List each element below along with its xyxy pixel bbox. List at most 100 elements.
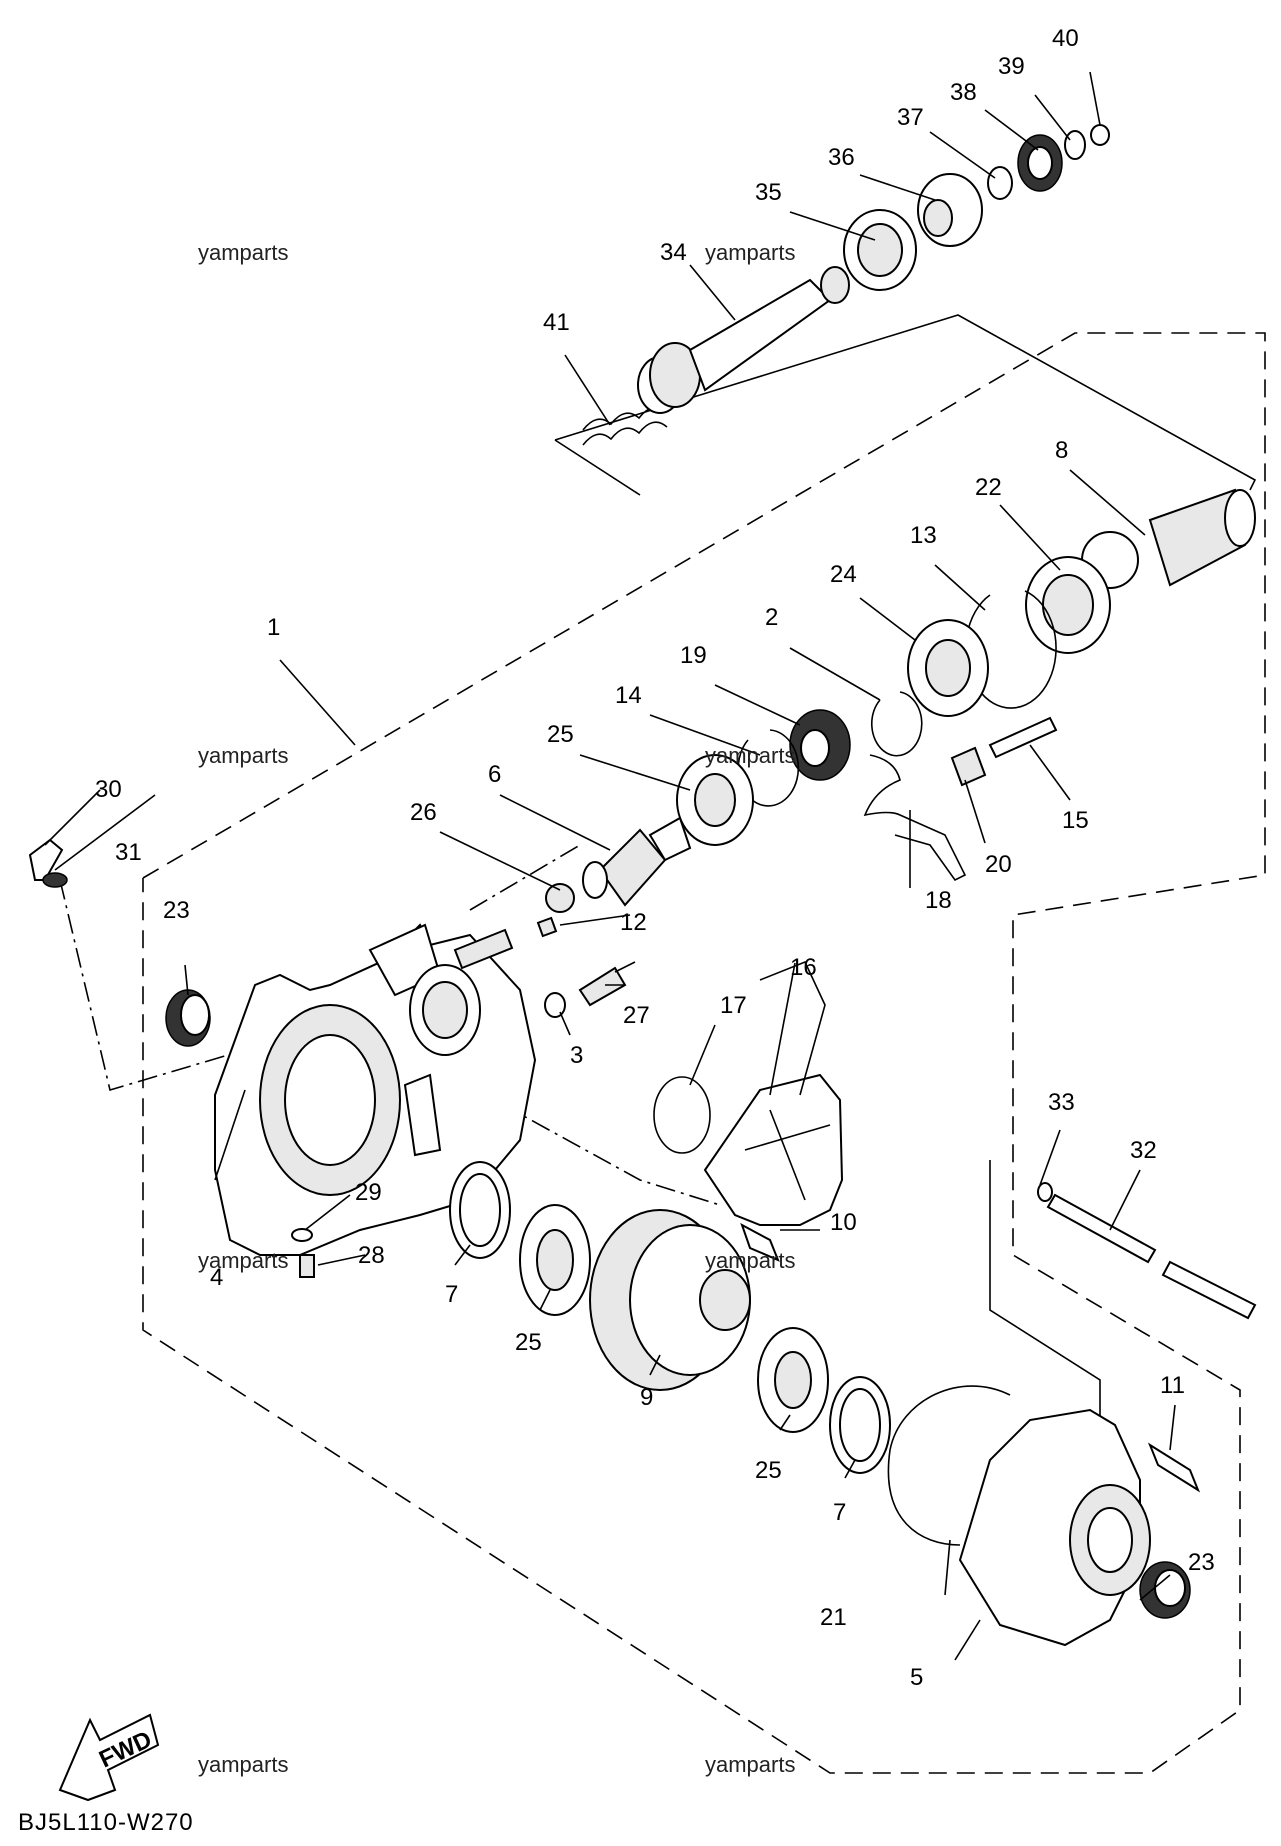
callout-24: 24 bbox=[830, 561, 857, 588]
callout-23-left: 23 bbox=[163, 897, 190, 924]
callout-17: 17 bbox=[720, 992, 747, 1019]
bearing-25-left bbox=[519, 1204, 591, 1316]
callout-25-left: 25 bbox=[515, 1329, 542, 1356]
callout-9: 9 bbox=[640, 1384, 653, 1411]
callout-7-left: 7 bbox=[445, 1281, 458, 1308]
callout-11: 11 bbox=[1160, 1372, 1185, 1399]
callout-15: 15 bbox=[1062, 807, 1089, 834]
bearing-25-right bbox=[757, 1327, 829, 1433]
o-ring-17 bbox=[653, 1076, 711, 1154]
ring-37 bbox=[987, 166, 1013, 200]
housing-4 bbox=[214, 923, 537, 1256]
shift-fork-18 bbox=[863, 754, 967, 882]
collar-19 bbox=[789, 709, 851, 781]
diagram-code: BJ5L110-W270 bbox=[18, 1809, 194, 1836]
watermark-6: yamparts bbox=[705, 1248, 795, 1273]
callout-36: 36 bbox=[828, 144, 855, 171]
sensor-27 bbox=[578, 961, 636, 1007]
callout-25-right: 25 bbox=[755, 1457, 782, 1484]
callout-39: 39 bbox=[998, 53, 1025, 80]
shaft-group-outline bbox=[554, 314, 1257, 491]
pin-32 bbox=[1046, 1193, 1257, 1320]
oil-seal-23-left bbox=[165, 989, 211, 1047]
pinion-gear-6 bbox=[582, 816, 692, 907]
plug-28 bbox=[299, 1254, 315, 1278]
circlip-39 bbox=[1064, 130, 1086, 160]
callout-33: 33 bbox=[1048, 1089, 1075, 1116]
housing-5 bbox=[958, 1408, 1151, 1647]
callout-41: 41 bbox=[543, 309, 570, 336]
bearing-24 bbox=[907, 619, 989, 717]
differential-gear-9 bbox=[589, 1209, 751, 1391]
block-20 bbox=[950, 746, 987, 787]
callout-6: 6 bbox=[488, 761, 501, 788]
callout-labels: 40 39 38 37 36 35 34 41 8 22 13 24 2 19 … bbox=[95, 25, 1215, 1691]
callout-16: 16 bbox=[790, 954, 817, 981]
watermark-3: yamparts bbox=[198, 743, 288, 768]
callout-13: 13 bbox=[910, 522, 937, 549]
callout-38: 38 bbox=[950, 79, 977, 106]
callout-3: 3 bbox=[570, 1042, 583, 1069]
callout-12: 12 bbox=[620, 909, 647, 936]
callout-31: 31 bbox=[115, 839, 142, 866]
callout-29: 29 bbox=[355, 1179, 382, 1206]
watermark-4: yamparts bbox=[705, 743, 795, 768]
drain-axis-line bbox=[59, 879, 246, 1092]
bearing-36 bbox=[917, 173, 983, 247]
callout-19: 19 bbox=[680, 642, 707, 669]
servo-motor-16 bbox=[703, 1073, 844, 1226]
shaft-group-outline-lower bbox=[554, 439, 641, 496]
callout-21: 21 bbox=[820, 1604, 847, 1631]
callout-26: 26 bbox=[410, 799, 437, 826]
bolt-10 bbox=[740, 1222, 780, 1262]
watermark-1: yamparts bbox=[198, 240, 288, 265]
pin-15 bbox=[988, 716, 1058, 759]
fwd-arrow-icon: FWD bbox=[58, 1713, 160, 1802]
callout-14: 14 bbox=[615, 682, 642, 709]
oil-seal-23-right bbox=[1139, 1561, 1191, 1619]
watermark-8: yamparts bbox=[705, 1752, 795, 1777]
callout-22: 22 bbox=[975, 474, 1002, 501]
collar-26 bbox=[545, 883, 575, 913]
callout-1: 1 bbox=[267, 614, 280, 641]
watermark-2: yamparts bbox=[705, 240, 795, 265]
washer-31 bbox=[42, 872, 68, 888]
o-ring-21 bbox=[887, 1385, 1011, 1546]
callout-28: 28 bbox=[358, 1242, 385, 1269]
plug-12 bbox=[536, 916, 558, 938]
bearing-35 bbox=[843, 209, 917, 291]
callout-8: 8 bbox=[1055, 437, 1068, 464]
callout-5: 5 bbox=[910, 1664, 923, 1691]
callout-4: 4 bbox=[210, 1264, 223, 1291]
callout-25-top: 25 bbox=[547, 721, 574, 748]
callout-18: 18 bbox=[925, 887, 952, 914]
callout-30: 30 bbox=[95, 776, 122, 803]
washer-3 bbox=[544, 992, 566, 1018]
callout-32: 32 bbox=[1130, 1137, 1157, 1164]
callout-10: 10 bbox=[830, 1209, 857, 1236]
washer-40 bbox=[1090, 124, 1110, 146]
callout-40: 40 bbox=[1052, 25, 1079, 52]
washer-29 bbox=[291, 1228, 313, 1242]
main-assembly-dashed-outline bbox=[142, 332, 1266, 1774]
callout-35: 35 bbox=[755, 179, 782, 206]
watermarks: yamparts yamparts yamparts yamparts yamp… bbox=[198, 240, 795, 1777]
clip-33 bbox=[1037, 1182, 1053, 1202]
shaft-8 bbox=[1081, 488, 1256, 589]
callout-37: 37 bbox=[897, 104, 924, 131]
circlip-2 bbox=[870, 691, 923, 757]
drive-shaft-34 bbox=[637, 266, 850, 414]
bearing-25-top bbox=[676, 754, 754, 846]
watermark-5: yamparts bbox=[198, 1248, 288, 1273]
callout-20: 20 bbox=[985, 851, 1012, 878]
bearing-22 bbox=[1025, 556, 1111, 654]
callout-27: 27 bbox=[623, 1002, 650, 1029]
center-axis-line bbox=[469, 844, 581, 911]
callout-23-right: 23 bbox=[1188, 1549, 1215, 1576]
watermark-7: yamparts bbox=[198, 1752, 288, 1777]
bearing-38 bbox=[1017, 134, 1063, 192]
callout-2: 2 bbox=[765, 604, 778, 631]
bolt-11 bbox=[1147, 1442, 1201, 1493]
leader-lines bbox=[44, 71, 1176, 1661]
